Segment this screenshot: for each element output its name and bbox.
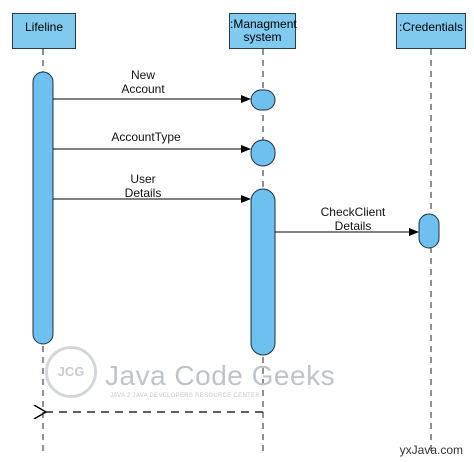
lifeline-head-label: :Managment system: [230, 17, 297, 44]
activation-bar-account-type: [250, 139, 276, 167]
lifeline-head-lifeline: Lifeline: [12, 13, 76, 49]
message-label-user-details: User Details: [124, 172, 162, 200]
lifeline-head-management: :Managment system: [229, 13, 297, 49]
watermark-logo: JCG: [45, 346, 97, 398]
watermark-subtitle: JAVA 2 JAVA DEVELOPERS RESOURCE CENTER: [110, 393, 260, 399]
lifeline-head-label: Lifeline: [24, 20, 64, 34]
site-credit: yxJava.com: [399, 443, 463, 457]
message-label-check-client: CheckClient Details: [320, 205, 386, 233]
activation-bar-credentials: [418, 213, 440, 249]
activation-bar-user-details: [250, 188, 276, 356]
message-label-new-account: New Account: [121, 68, 165, 96]
lifeline-head-credentials: :Credentials: [396, 13, 466, 49]
activation-bar-new-account: [250, 89, 276, 111]
lifeline-head-label: :Credentials: [398, 20, 464, 34]
activation-bar-lifeline: [32, 71, 54, 345]
message-label-account-type: AccountType: [111, 130, 181, 144]
watermark-title: Java Code Geeks: [105, 360, 336, 391]
